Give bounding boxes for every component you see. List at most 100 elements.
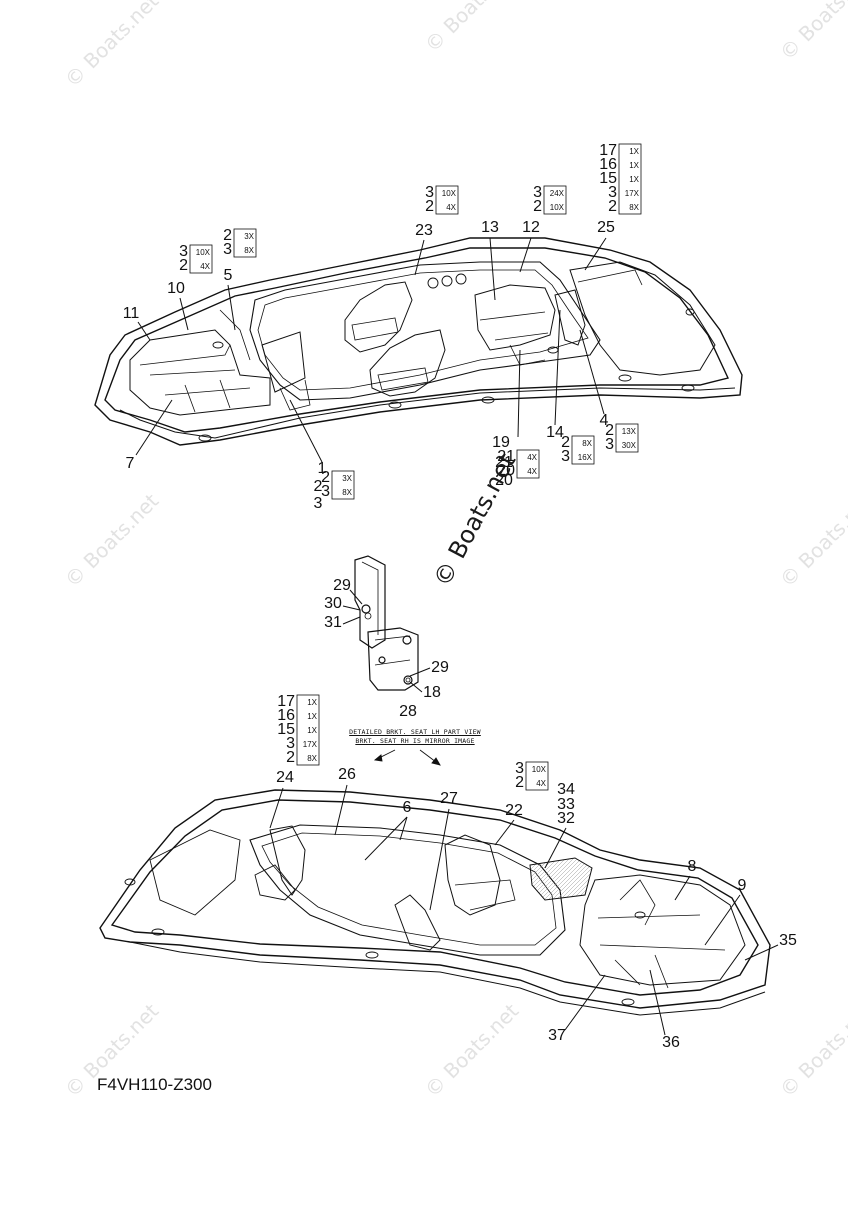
leader-line [564,974,606,1031]
quantity-part-number: 2 [179,257,188,274]
quantity-value: 4X [200,262,210,271]
top-hull-inner [104,247,729,433]
top-callout-23: 23 [415,222,433,239]
quantity-value: 1X [307,698,317,707]
leader-line [342,605,361,611]
top-stern [569,261,716,376]
quantity-part-number: 3 [515,760,524,777]
quantity-value: 8X [629,203,639,212]
top-callout-21: 21 [495,454,513,471]
quantity-part-number: 15 [277,721,295,738]
bottom-callout-35: 35 [779,932,797,949]
detail-callout-30: 30 [324,595,342,612]
top-callout-19: 19 [492,434,510,451]
leader-line [135,399,173,456]
quantity-part-number: 2 [223,227,232,244]
quantity-value: 8X [582,439,592,448]
leader-line [409,667,431,677]
top-callout-13: 13 [481,219,499,236]
quantity-value: 3X [244,232,254,241]
top-cockpit [249,261,601,401]
quantity-value: 1X [629,147,639,156]
bottom-callout-33: 33 [557,796,575,813]
leader-line [494,819,515,846]
quantity-box [543,185,567,215]
quantity-part-number: 3 [321,483,330,500]
bottom-callout-34: 34 [557,781,575,798]
quantity-box [233,228,257,258]
bottom-callout-37: 37 [548,1027,566,1044]
quantity-value: 10X [532,765,547,774]
quantity-box [296,694,320,766]
quantity-part-number: 3 [533,184,542,201]
quantity-part-number: 3 [605,436,614,453]
top-rear-bench [474,284,556,351]
bottom-callout-26: 26 [338,766,356,783]
top-callout-1: 1 [318,460,327,477]
quantity-value: 17X [303,740,318,749]
quantity-value: 4X [536,779,546,788]
quantity-part-number: 2 [425,198,434,215]
bottom-callout-36: 36 [662,1034,680,1051]
quantity-part-number: 3 [425,184,434,201]
quantity-part-number: 2 [533,198,542,215]
quantity-part-number: 2 [608,198,617,215]
bottom-hull-inner [110,799,759,996]
quantity-part-number: 2 [286,749,295,766]
quantity-value: 10X [550,203,565,212]
leader-line [289,399,323,463]
quantity-box [189,244,213,274]
quantity-value: 16X [578,453,593,462]
bottom-stern-locker [269,825,306,896]
quantity-part-number: 3 [561,448,570,465]
leader-line [179,297,189,331]
quantity-value: 17X [625,189,640,198]
diagram-code: F4VH110-Z300 [97,1075,212,1094]
bottom-seat-1 [444,834,501,916]
top-seat-1 [344,281,413,353]
bottom-callout-8: 8 [688,858,697,875]
top-callout-7: 7 [126,455,135,472]
quantity-part-number: 20 [497,462,515,479]
leader-line [744,944,779,961]
bottom-callout-27: 27 [440,790,458,807]
quantity-part-number: 3 [608,184,617,201]
bottom-cockpit [249,824,566,956]
bracket-lower [367,627,419,691]
quantity-part-number: 21 [497,448,515,465]
quantity-part-number: 16 [599,156,617,173]
bottom-boat-drawing [99,789,771,1016]
quantity-part-number: 3 [223,241,232,258]
leader-line [399,816,408,841]
detail-callout-29: 29 [431,659,449,676]
leader-line [517,349,521,438]
quantity-value: 1X [307,712,317,721]
quantity-part-number: 3 [179,243,188,260]
top-callout-20: 20 [495,472,513,489]
bracket-upper [354,555,386,649]
quantity-box [525,761,549,791]
quantity-value: 1X [629,175,639,184]
quantity-value: 8X [307,754,317,763]
quantity-value: 8X [244,246,254,255]
seat-bracket-detail [354,555,419,691]
quantity-box [435,185,459,215]
top-callout-12: 12 [522,219,540,236]
quantity-value: 1X [629,161,639,170]
top-callout-5: 5 [224,267,233,284]
leader-line [409,681,423,693]
leader-line [704,894,741,946]
leader-line [364,816,408,861]
top-callout-10: 10 [167,280,185,297]
bottom-seat-2 [394,894,441,951]
quantity-box [571,435,595,465]
quantity-value: 13X [622,427,637,436]
quantity-part-number: 3 [286,735,295,752]
leader-line [554,309,561,426]
quantity-part-number: 2 [561,434,570,451]
detail-callout-29: 29 [333,577,351,594]
